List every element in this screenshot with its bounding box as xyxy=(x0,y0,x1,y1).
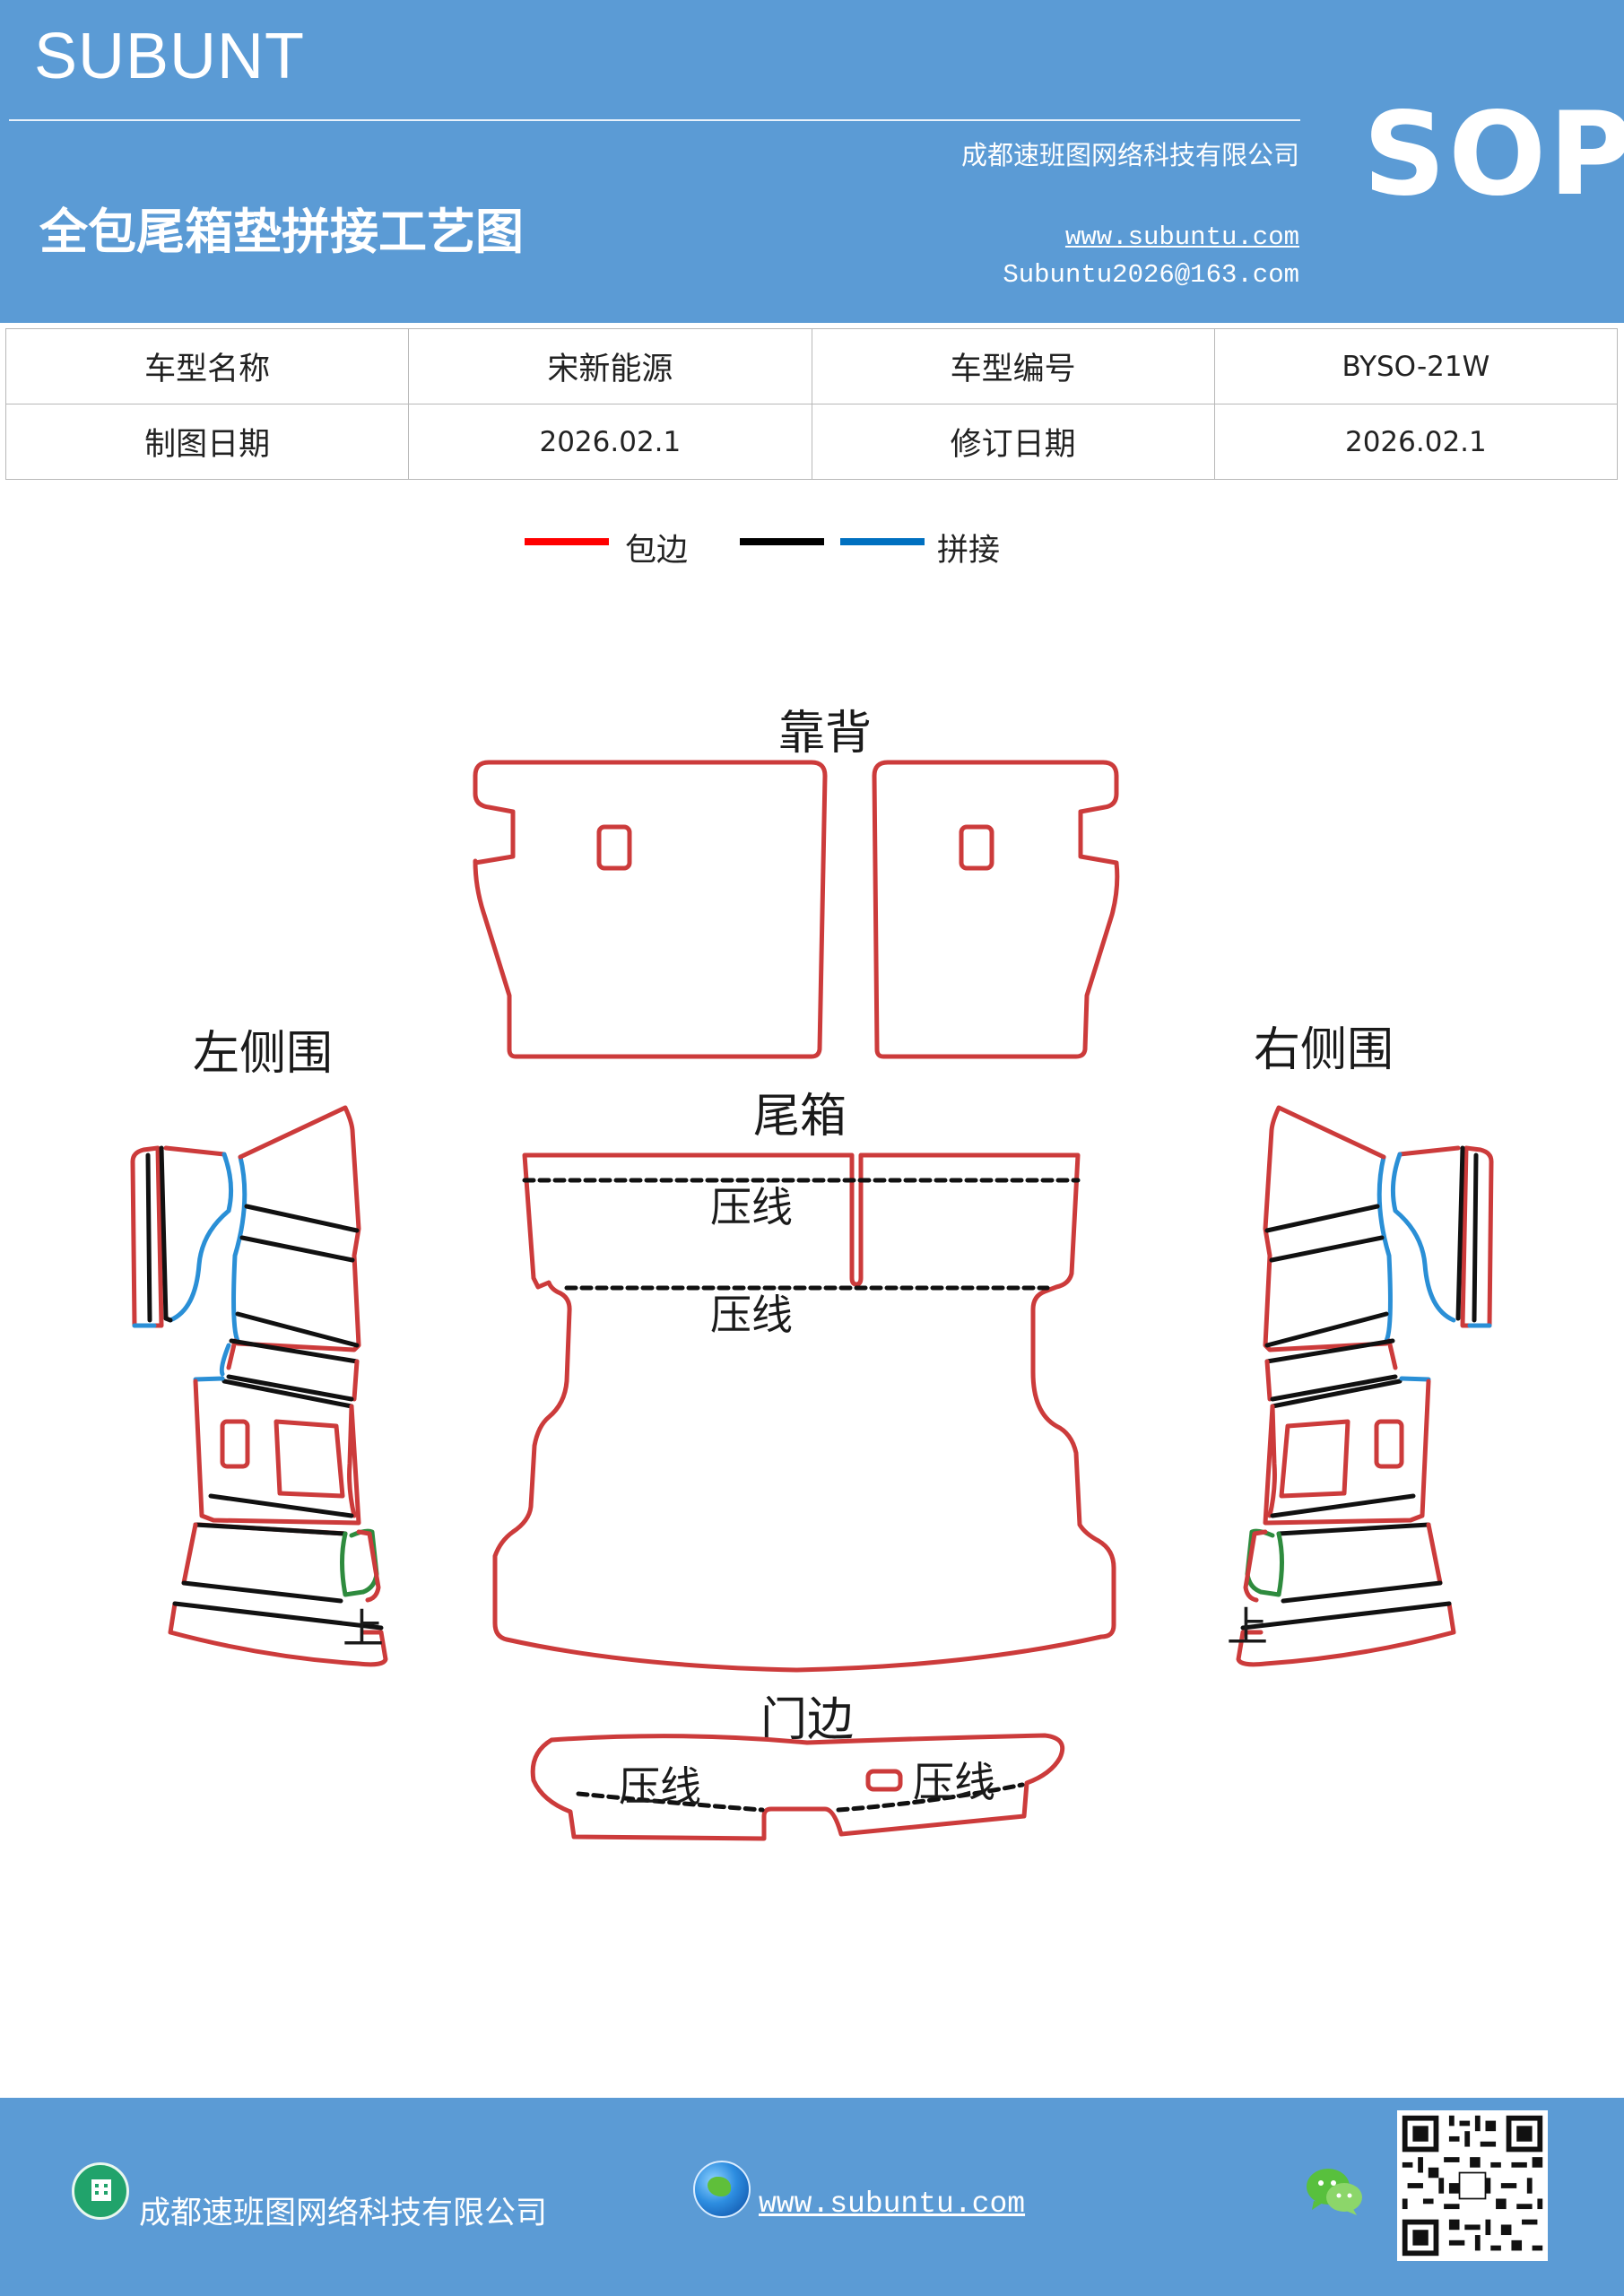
table-row: 车型名称 宋新能源 车型编号 BYSO-21W xyxy=(4,328,1619,404)
vehicle-info-table: 车型名称 宋新能源 车型编号 BYSO-21W 制图日期 2026.02.1 修… xyxy=(4,328,1619,480)
door-edge-hole xyxy=(865,1769,903,1792)
legend-label-edge: 包边 xyxy=(625,533,689,569)
legend-swatch-red xyxy=(525,538,609,545)
label-press-line-1: 压线 xyxy=(710,1183,793,1231)
label-backrest: 靠背 xyxy=(778,707,872,761)
label-draw-date: 制图日期 xyxy=(4,404,410,480)
backrest-right-hole xyxy=(959,824,994,871)
footer-company-name: 成都速班图网络科技有限公司 xyxy=(139,2196,548,2231)
qr-code[interactable] xyxy=(1397,2110,1548,2261)
backrest-right-panel xyxy=(872,760,1120,1059)
footer-banner: 成都速班图网络科技有限公司 www.subuntu.com xyxy=(0,2098,1624,2296)
splice-diagram: 靠背 尾箱 压线 压线 门边 压线 压线 左侧围 xyxy=(130,707,1494,1841)
label-model-code: 车型编号 xyxy=(811,328,1215,404)
label-model-name: 车型名称 xyxy=(4,328,410,404)
document-title: 全包尾箱垫拼接工艺图 xyxy=(39,203,524,260)
sop-badge: SOP xyxy=(1363,88,1624,222)
legend-swatch-blue xyxy=(840,538,925,545)
label-right-side: 右侧围 xyxy=(1254,1023,1394,1077)
building-icon xyxy=(72,2162,129,2220)
right-side-panel xyxy=(1236,1105,1494,1667)
table-row: 制图日期 2026.02.1 修订日期 2026.02.1 xyxy=(4,404,1619,480)
value-draw-date: 2026.02.1 xyxy=(408,404,812,480)
legend-label-seam: 拼接 xyxy=(937,533,1001,569)
company-name: 成都速班图网络科技有限公司 xyxy=(960,140,1299,170)
label-revise-date: 修订日期 xyxy=(811,404,1215,480)
label-up-left: 上 xyxy=(343,1605,384,1653)
backrest-left-panel xyxy=(473,760,828,1059)
door-edge-panel xyxy=(530,1733,1065,1841)
label-press-line-2: 压线 xyxy=(710,1291,793,1339)
door-edge-press-line-left xyxy=(576,1791,765,1813)
value-model-name: 宋新能源 xyxy=(408,328,812,404)
header-banner: SUBUNT 成都速班图网络科技有限公司 全包尾箱垫拼接工艺图 www.subu… xyxy=(0,0,1624,323)
brand-name: SUBUNT xyxy=(34,21,306,92)
website-link[interactable]: www.subuntu.com xyxy=(1064,222,1299,252)
label-up-right: 上 xyxy=(1227,1603,1268,1651)
label-trunk: 尾箱 xyxy=(753,1090,847,1144)
wechat-icon xyxy=(1307,2169,1362,2215)
trunk-panel xyxy=(492,1152,1116,1673)
email-address: Subuntu2026@163.com xyxy=(1003,260,1299,290)
label-press-line-4: 压线 xyxy=(913,1758,995,1806)
label-press-line-3: 压线 xyxy=(619,1762,701,1811)
door-edge-press-line-right xyxy=(836,1782,1025,1813)
backrest-left-hole xyxy=(596,824,632,871)
left-side-panel: 上 xyxy=(130,1105,388,1667)
legend: 包边 拼接 xyxy=(0,525,1624,570)
legend-swatch-black xyxy=(740,538,824,545)
footer-website-link[interactable]: www.subuntu.com xyxy=(759,2187,1026,2221)
value-revise-date: 2026.02.1 xyxy=(1213,404,1619,480)
value-model-code: BYSO-21W xyxy=(1213,328,1619,404)
header-divider xyxy=(9,119,1300,121)
label-left-side: 左侧围 xyxy=(193,1027,333,1081)
globe-icon xyxy=(693,2161,751,2218)
